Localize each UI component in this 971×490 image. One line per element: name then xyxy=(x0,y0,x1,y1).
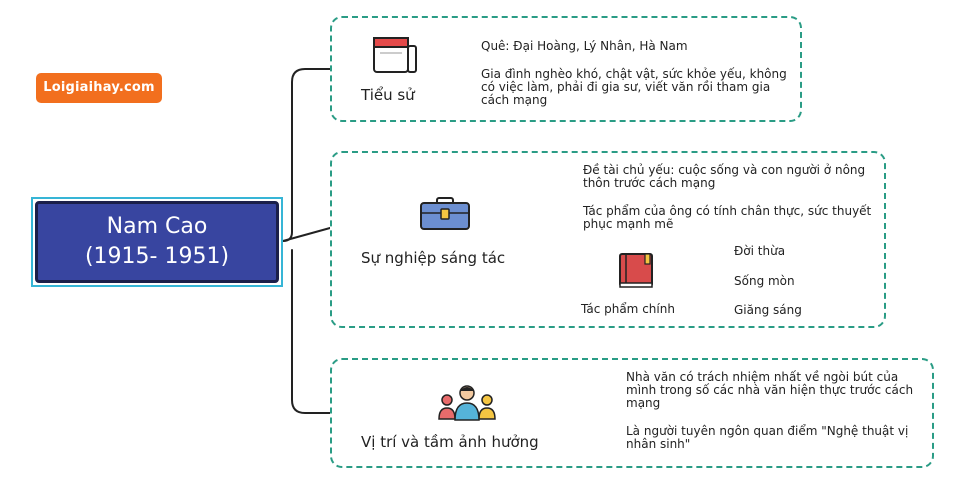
calendar-icon xyxy=(373,37,417,73)
central-node: Nam Cao (1915- 1951) xyxy=(35,201,279,283)
central-years: (1915- 1951) xyxy=(84,244,230,269)
people-icon xyxy=(438,385,496,421)
bio-item-family: Gia đình nghèo khó, chật vật, sức khỏe y… xyxy=(481,67,787,107)
book-icon xyxy=(619,253,653,288)
briefcase-icon xyxy=(420,197,470,230)
work-song-mon: Sống mòn xyxy=(734,274,795,288)
site-logo[interactable]: Loigiaihay.com xyxy=(36,73,162,103)
bio-item-hometown: Quê: Đại Hoàng, Lý Nhân, Hà Nam xyxy=(481,39,688,53)
central-name: Nam Cao xyxy=(106,214,208,239)
work-doi-thua: Đời thừa xyxy=(734,244,786,258)
career-branch-box xyxy=(330,151,886,328)
career-works-title: Tác phẩm chính xyxy=(581,302,675,316)
career-item-theme: Đề tài chủ yếu: cuộc sống và con người ở… xyxy=(583,163,866,190)
influence-item-responsibility: Nhà văn có trách nhiệm nhất về ngòi bút … xyxy=(626,370,914,410)
influence-item-manifesto: Là người tuyên ngôn quan điểm "Nghệ thuậ… xyxy=(626,424,909,451)
bio-title: Tiểu sử xyxy=(361,86,415,104)
work-giang-sang: Giăng sáng xyxy=(734,303,802,317)
career-title: Sự nghiệp sáng tác xyxy=(361,249,506,267)
career-item-style: Tác phẩm của ông có tính chân thực, sức … xyxy=(583,204,872,231)
influence-title: Vị trí và tầm ảnh hưởng xyxy=(361,433,539,451)
influence-branch-box xyxy=(330,358,934,468)
